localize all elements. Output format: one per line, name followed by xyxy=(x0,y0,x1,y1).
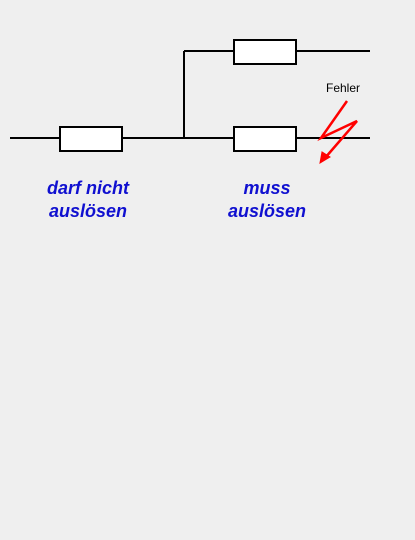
fuse-left-icon xyxy=(59,126,123,152)
fuse-lower-icon xyxy=(233,126,297,152)
left-label-line1: darf nicht xyxy=(47,178,130,198)
lightning-bolt-icon xyxy=(317,100,358,164)
fault-label: Fehler xyxy=(326,81,360,95)
right-label-line1: muss xyxy=(243,178,290,198)
fuse-upper-icon xyxy=(233,39,297,65)
left-label-line2: auslösen xyxy=(49,201,127,221)
right-label-line2: auslösen xyxy=(228,201,306,221)
